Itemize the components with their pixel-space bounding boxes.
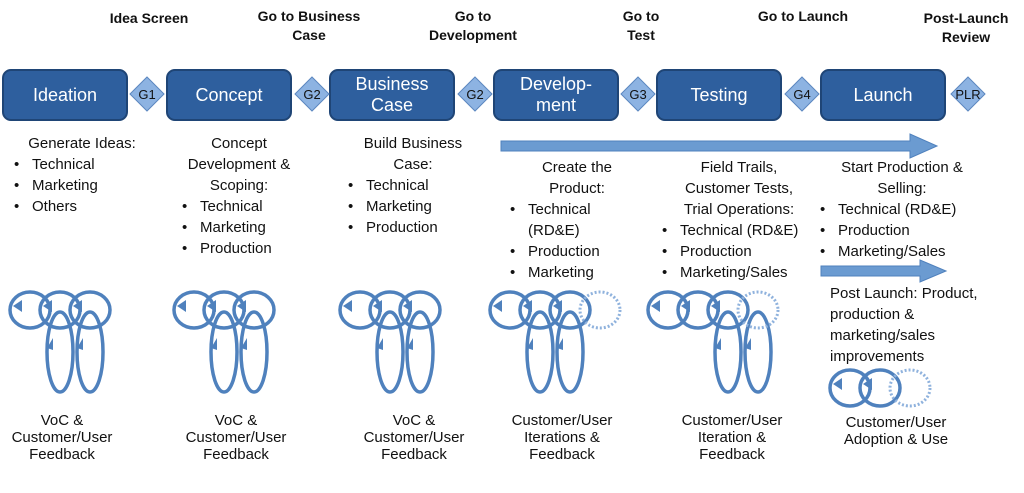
- concept-item-production: Production: [180, 238, 304, 259]
- stage-development: Develop- ment: [493, 69, 619, 121]
- ideation-footer: VoC & Customer/User Feedback: [11, 412, 113, 463]
- gate-g4: G4: [784, 76, 820, 112]
- launch-description: Start Production & Selling: Technical (R…: [818, 157, 986, 262]
- gate-g2-business-case-label: G2: [466, 86, 484, 102]
- business-case-footer: VoC & Customer/User Feedback: [363, 412, 465, 463]
- business-case-item-production: Production: [346, 217, 472, 238]
- concept-item-marketing: Marketing: [180, 217, 304, 238]
- ideation-feedback-cycles-icon: [8, 290, 112, 394]
- testing-item-marketing-sales: Marketing/Sales: [660, 262, 818, 283]
- concept-description-heading: Concept Development & Scoping:: [187, 135, 291, 194]
- gate-label-go-to-test: Go to Test: [622, 8, 660, 43]
- development-to-launch-arrow: [500, 133, 939, 159]
- post-launch-arrow: [820, 259, 948, 283]
- gate-label-idea-screen: Idea Screen: [109, 10, 189, 26]
- gate-label-go-to-business-case: Go to Business Case: [257, 8, 361, 43]
- concept-feedback-cycles-icon: [172, 290, 276, 394]
- testing-item-production: Production: [660, 241, 818, 262]
- testing-footer: Customer/User Iteration & Feedback: [681, 412, 783, 463]
- concept-item-technical: Technical: [180, 196, 304, 217]
- gate-g1: G1: [129, 76, 165, 112]
- development-feedback-cycles-icon: [488, 290, 622, 394]
- launch-feedback-cycles-icon: [828, 368, 932, 408]
- gate-label-go-to-launch: Go to Launch: [757, 8, 849, 24]
- business-case-item-marketing: Marketing: [346, 196, 472, 217]
- ideation-description-heading: Generate Ideas:: [28, 135, 136, 152]
- testing-description-heading: Field Trails, Customer Tests, Trial Oper…: [683, 159, 795, 218]
- gate-plr-label: PLR: [955, 86, 981, 102]
- launch-item-technical: Technical (RD&E): [818, 199, 986, 220]
- stage-business-case: Business Case: [329, 69, 455, 121]
- gate-plr: PLR: [950, 76, 986, 112]
- stage-launch: Launch: [820, 69, 946, 121]
- business-case-feedback-cycles-icon: [338, 290, 442, 394]
- stage-testing: Testing: [656, 69, 782, 121]
- concept-footer: VoC & Customer/User Feedback: [185, 412, 287, 463]
- development-item-technical: Technical (RD&E): [508, 199, 638, 241]
- ideation-description: Generate Ideas: Technical Marketing Othe…: [12, 133, 152, 217]
- development-footer: Customer/User Iterations & Feedback: [511, 412, 613, 463]
- development-description: Create the Product: Technical (RD&E) Pro…: [508, 157, 638, 283]
- gate-g2-concept: G2: [294, 76, 330, 112]
- launch-item-marketing-sales: Marketing/Sales: [818, 241, 986, 262]
- gate-g3: G3: [620, 76, 656, 112]
- gate-label-post-launch-review: Post-Launch Review: [923, 10, 1009, 45]
- development-item-production: Production: [508, 241, 638, 262]
- gate-g2-business-case: G2: [457, 76, 493, 112]
- gate-g3-label: G3: [629, 86, 647, 102]
- ideation-item-others: Others: [12, 196, 152, 217]
- concept-description: Concept Development & Scoping: Technical…: [180, 133, 304, 259]
- launch-footer: Customer/User Adoption & Use: [843, 414, 949, 448]
- launch-item-production: Production: [818, 220, 986, 241]
- gate-g2-concept-label: G2: [303, 86, 321, 102]
- development-item-marketing: Marketing: [508, 262, 638, 283]
- launch-description-heading: Start Production & Selling:: [841, 159, 963, 197]
- gate-g1-label: G1: [138, 86, 156, 102]
- post-launch-description: Post Launch: Product, production & marke…: [830, 285, 978, 365]
- business-case-description-heading: Build Business Case:: [363, 135, 463, 173]
- business-case-item-technical: Technical: [346, 175, 472, 196]
- testing-description: Field Trails, Customer Tests, Trial Oper…: [660, 157, 818, 283]
- development-description-heading: Create the Product:: [541, 159, 613, 197]
- ideation-item-marketing: Marketing: [12, 175, 152, 196]
- gate-g4-label: G4: [793, 86, 811, 102]
- stage-concept: Concept: [166, 69, 292, 121]
- business-case-description: Build Business Case: Technical Marketing…: [346, 133, 472, 238]
- gate-label-go-to-development: Go to Development: [429, 8, 517, 43]
- stage-ideation: Ideation: [2, 69, 128, 121]
- testing-item-technical: Technical (RD&E): [660, 220, 818, 241]
- ideation-item-technical: Technical: [12, 154, 152, 175]
- testing-feedback-cycles-icon: [646, 290, 780, 394]
